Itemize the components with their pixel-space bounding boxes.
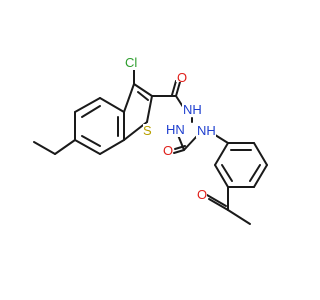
atom-s: S — [143, 123, 152, 138]
atom-o-acetyl: O — [197, 187, 207, 202]
atom-o-urea: O — [163, 143, 173, 158]
acetylphenyl-ring — [214, 142, 268, 188]
atom-cl: Cl — [125, 55, 137, 70]
ethyl-group — [33, 139, 76, 155]
atom-nh-anilide: NH — [197, 123, 216, 138]
atom-labels: Cl S O NH HN O NH O — [125, 55, 216, 202]
molecule-structure-diagram: Cl S O NH HN O NH O — [33, 55, 268, 225]
atom-hn-hydrazide-2: HN — [166, 122, 185, 137]
thiophene-ring — [123, 83, 153, 141]
acetyl-group — [206, 186, 251, 225]
atom-o-carbonyl: O — [177, 70, 187, 85]
atom-nh-hydrazide-1: NH — [183, 102, 202, 117]
benzothiophene-benzene-ring — [74, 97, 125, 155]
